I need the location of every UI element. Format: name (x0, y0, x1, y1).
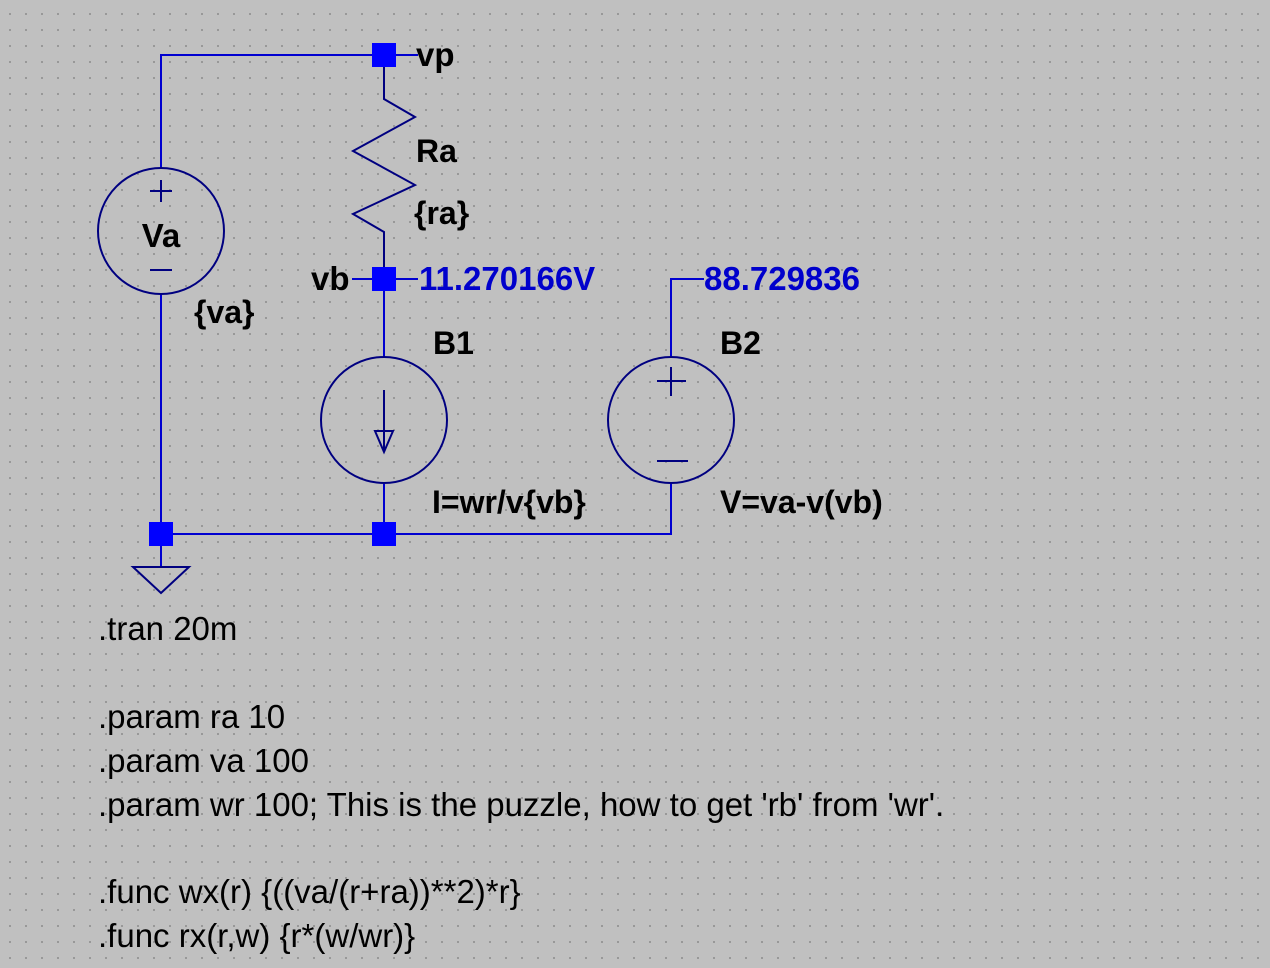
resistor-zigzag-icon (350, 55, 418, 279)
node-vb[interactable] (372, 267, 396, 291)
node-ground-left[interactable] (149, 522, 173, 546)
b2-value-label[interactable]: V=va-v(vb) (720, 484, 883, 520)
va-value-label[interactable]: {va} (194, 294, 255, 330)
voltage-source-va[interactable]: Va (97, 167, 225, 295)
ra-value-label[interactable]: {ra} (414, 195, 469, 231)
directive-func-wx[interactable]: .func wx(r) {((va/(r+ra))**2)*r} (98, 873, 521, 910)
junction-nodes (149, 43, 396, 546)
spice-directives[interactable]: .tran 20m .param ra 10 .param va 100 .pa… (98, 610, 944, 954)
b1-name-label[interactable]: B1 (433, 325, 474, 361)
ra-name-label[interactable]: Ra (416, 133, 457, 169)
vb-voltage-readout: 11.270166V (419, 260, 595, 297)
wires (160, 54, 704, 535)
directive-tran[interactable]: .tran 20m (98, 610, 237, 647)
current-source-b1[interactable] (320, 356, 448, 484)
plus-terminal-icon (150, 180, 172, 202)
net-label-vb[interactable]: vb (311, 260, 350, 297)
plus-terminal-icon (657, 367, 686, 396)
wire-va-top[interactable] (160, 54, 384, 168)
node-ground-mid[interactable] (372, 522, 396, 546)
va-name-label: Va (142, 217, 181, 254)
wire-ground-rail[interactable] (161, 484, 672, 535)
directive-param-va[interactable]: .param va 100 (98, 742, 309, 779)
b2-output-readout: 88.729836 (704, 260, 860, 297)
node-vp[interactable] (372, 43, 396, 67)
wire-b2-top[interactable] (670, 278, 704, 356)
b1-value-label[interactable]: I=wr/v{vb} (432, 484, 586, 520)
resistor-ra[interactable] (350, 55, 418, 279)
directive-param-ra[interactable]: .param ra 10 (98, 698, 285, 735)
voltage-source-b2[interactable] (607, 356, 735, 484)
directive-func-rx[interactable]: .func rx(r,w) {r*(w/wr)} (98, 917, 415, 954)
net-label-vp[interactable]: vp (416, 36, 455, 73)
directive-param-wr[interactable]: .param wr 100; This is the puzzle, how t… (98, 786, 944, 823)
b2-name-label[interactable]: B2 (720, 325, 761, 361)
